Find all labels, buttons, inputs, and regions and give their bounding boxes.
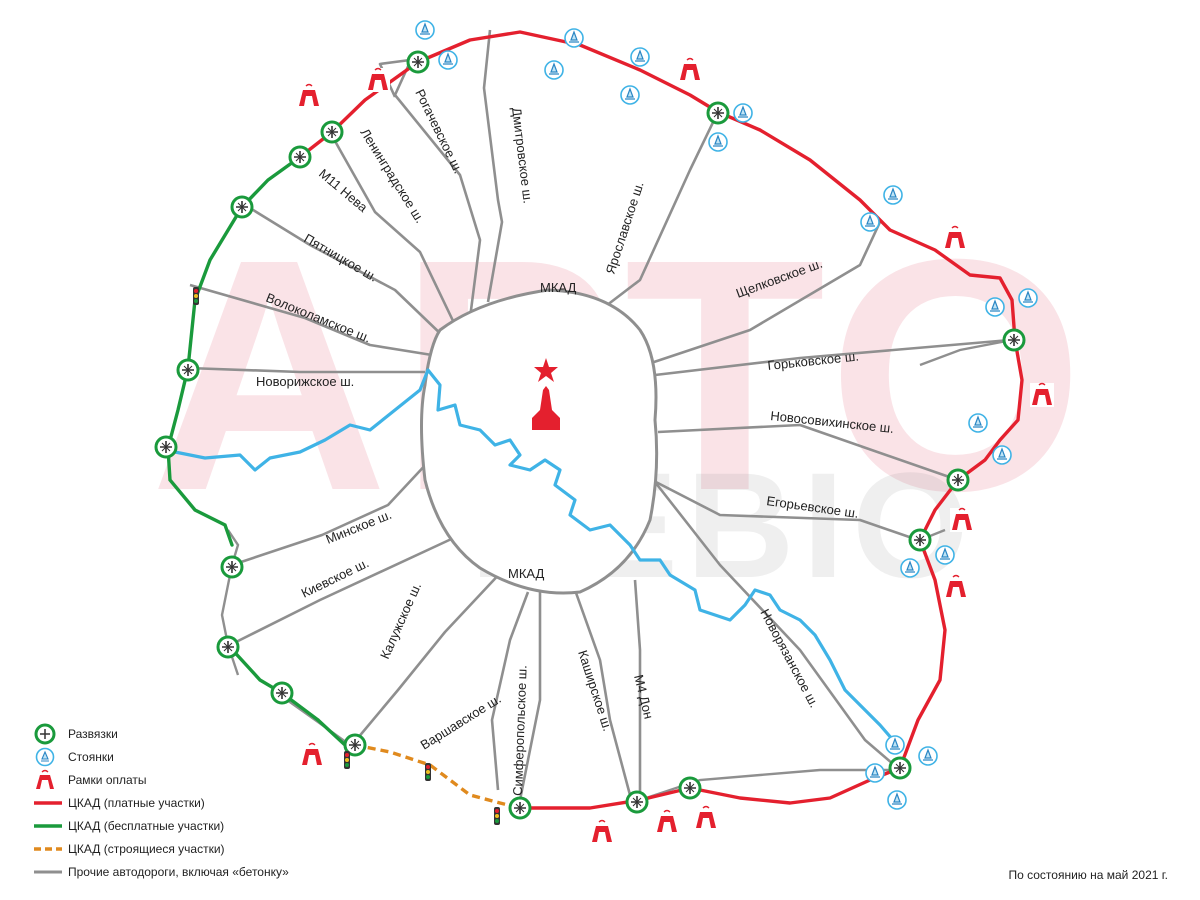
legend-item-construction: ЦКАД (строящиеся участки) xyxy=(34,837,364,860)
moscow-river xyxy=(164,368,895,742)
legend: Развязки Стоянки Рамки оплаты ЦКАД (плат… xyxy=(34,722,364,883)
label-m4: М4 Дон xyxy=(631,673,656,720)
other-road-icon xyxy=(34,870,62,873)
toll-gates xyxy=(296,57,1055,845)
legend-label: Развязки xyxy=(68,726,118,741)
mkad-ring xyxy=(420,288,659,595)
label-novoryazanskoe: Новорязанское ш. xyxy=(757,606,822,710)
label-rogachevskoe: Рогачевское ш. xyxy=(412,87,466,176)
legend-item-toll-sections: ЦКАД (платные участки) xyxy=(34,791,364,814)
construction-line-icon xyxy=(34,846,62,851)
legend-item-interchanges: Развязки xyxy=(34,722,364,745)
legend-label: ЦКАД (строящиеся участки) xyxy=(68,841,225,856)
interchange-icon xyxy=(34,723,56,744)
ckad-construction xyxy=(354,743,521,810)
label-volokolamskoe: Волоколамское ш. xyxy=(264,290,373,346)
legend-label: Стоянки xyxy=(68,749,114,764)
ckad-toll-sections xyxy=(298,30,1024,810)
parking-icon xyxy=(35,747,55,766)
label-yaroslavskoe: Ярославское ш. xyxy=(603,180,647,276)
toll-gate-icon xyxy=(36,769,54,789)
label-varshavskoe: Варшавское ш. xyxy=(418,691,504,752)
legend-item-free-sections: ЦКАД (бесплатные участки) xyxy=(34,814,364,837)
label-mkad-top: МКАД xyxy=(540,280,577,295)
free-line-icon xyxy=(34,823,62,828)
footnote-date: По состоянию на май 2021 г. xyxy=(1008,868,1168,882)
legend-label: ЦКАД (бесплатные участки) xyxy=(68,818,225,833)
legend-label: Прочие автодороги, включая «бетонку» xyxy=(68,864,289,879)
legend-item-toll-gates: Рамки оплаты xyxy=(34,768,364,791)
label-mkad-bottom: МКАД xyxy=(508,566,545,581)
label-simferopolskoe: Симферопольское ш. xyxy=(510,665,530,796)
legend-label: ЦКАД (платные участки) xyxy=(68,795,205,810)
label-dmitrovskoe: Дмитровское ш. xyxy=(509,107,536,205)
radial-roads xyxy=(187,29,1011,801)
label-minskoe: Минское ш. xyxy=(324,507,394,547)
label-kashirskoe: Каширское ш. xyxy=(575,648,615,733)
label-novosovikhinskoe: Новосовихинское ш. xyxy=(770,408,895,436)
label-leningradskoe: Ленинградское ш. xyxy=(357,126,427,226)
kremlin-icon xyxy=(532,358,560,430)
legend-item-parkings: Стоянки xyxy=(34,745,364,768)
label-novorizhskoe: Новорижское ш. xyxy=(256,374,354,389)
toll-line-icon xyxy=(34,800,62,805)
legend-item-other-roads: Прочие автодороги, включая «бетонку» xyxy=(34,860,364,883)
label-gorkovskoe: Горьковское ш. xyxy=(767,348,860,373)
legend-label: Рамки оплаты xyxy=(68,772,147,787)
label-kaluzhskoe: Калужское ш. xyxy=(377,580,424,661)
label-pyatnitskoe: Пятницкое ш. xyxy=(302,231,381,285)
